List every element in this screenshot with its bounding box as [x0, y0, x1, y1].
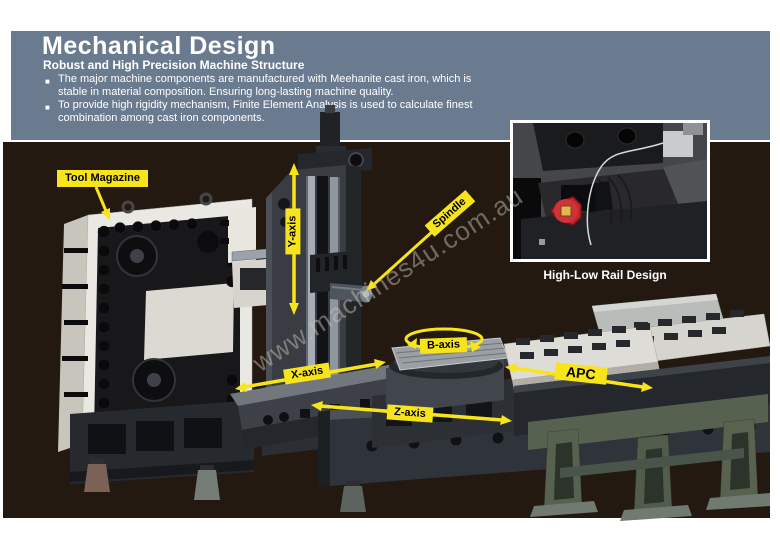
feature-bullets: ■ The major machine components are manuf… — [45, 73, 473, 125]
bullet-text-line: To provide high rigidity mechanism, Fini… — [58, 99, 473, 111]
label-b-axis: B-axis — [419, 337, 468, 354]
header-band: Mechanical Design Robust and High Precis… — [11, 31, 770, 140]
label-y-axis: Y-axis — [285, 208, 301, 255]
bullet-square-icon: ■ — [45, 77, 50, 86]
bullet-text-line: stable in material composition. Ensuring… — [58, 86, 394, 98]
bullet-text-line: The major machine components are manufac… — [58, 73, 472, 85]
inset-caption: High-Low Rail Design — [543, 268, 667, 282]
magazine-base-graphic — [70, 400, 254, 500]
inset-photo-graphic — [513, 123, 707, 259]
bullet-text-line: combination among cast iron components. — [58, 112, 265, 124]
label-z-axis: Z-axis — [386, 404, 434, 423]
page-title: Mechanical Design — [42, 32, 276, 60]
bullet-item: ■ The major machine components are manuf… — [45, 73, 473, 99]
label-tool-magazine: Tool Magazine — [57, 170, 148, 187]
bullet-square-icon: ■ — [45, 103, 50, 112]
bullet-item: ■ To provide high rigidity mechanism, Fi… — [45, 99, 473, 125]
cable — [586, 142, 664, 246]
page-subtitle: Robust and High Precision Machine Struct… — [43, 58, 305, 72]
spindle-leader-arrow — [366, 229, 435, 291]
tool-magazine-leader-arrow — [94, 186, 110, 220]
inset-photo-high-low-rail — [510, 120, 710, 262]
apc-graphic — [503, 293, 771, 521]
tool-magazine-graphic — [58, 192, 253, 452]
